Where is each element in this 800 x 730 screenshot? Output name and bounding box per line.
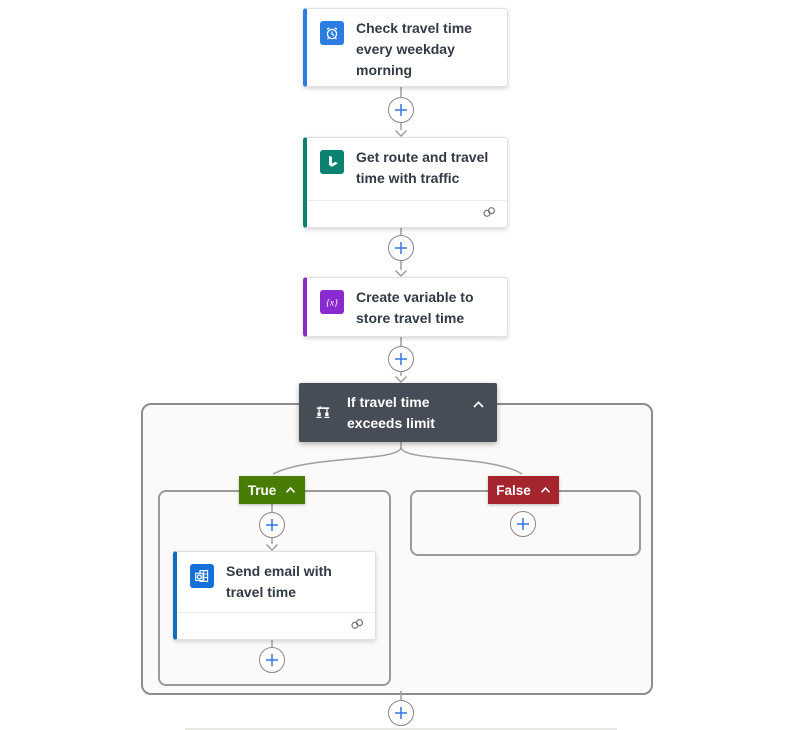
create-variable-card-title: Create variable to store travel time (356, 289, 474, 326)
insert-step-button[interactable] (388, 97, 414, 123)
condition-card-if-travel-time[interactable]: If travel time exceeds limit (299, 383, 497, 442)
insert-step-button[interactable] (388, 235, 414, 261)
insert-step-button[interactable] (388, 346, 414, 372)
trigger-card-check-travel-time[interactable]: Check travel time every weekday morning (303, 8, 508, 87)
true-branch-label: True (247, 482, 277, 498)
connection-icon[interactable] (349, 616, 365, 637)
get-route-card-body: Get route and travel time with traffic (307, 138, 507, 195)
condition-icon (314, 404, 332, 422)
bing-maps-icon (320, 150, 344, 174)
trigger-card-body: Check travel time every weekday morning (307, 9, 507, 87)
chevron-up-icon[interactable] (472, 396, 485, 408)
add-icon (395, 353, 407, 365)
recurrence-clock-icon (320, 21, 344, 45)
send-email-card-title: Send email with travel time (226, 563, 332, 600)
add-icon (517, 518, 529, 530)
action-card-create-variable[interactable]: {x} Create variable to store travel time (303, 277, 508, 337)
add-icon (395, 242, 407, 254)
get-route-card-title: Get route and travel time with traffic (356, 149, 489, 186)
insert-step-button-true-branch[interactable] (259, 512, 285, 538)
condition-card-title: If travel time exceeds limit (347, 393, 435, 431)
next-element-top-edge (185, 728, 617, 730)
action-card-get-route[interactable]: Get route and travel time with traffic (303, 137, 508, 228)
true-branch-badge[interactable]: True (239, 476, 305, 504)
get-route-card-footer (307, 200, 507, 227)
action-card-send-email[interactable]: Send email with travel time (173, 551, 376, 640)
insert-step-button-true-branch-end[interactable] (259, 647, 285, 673)
connection-icon[interactable] (481, 204, 497, 225)
trigger-card-title: Check travel time every weekday morning (356, 20, 472, 78)
add-icon (395, 707, 407, 719)
outlook-icon (190, 564, 214, 588)
add-icon (266, 654, 278, 666)
send-email-card-body: Send email with travel time (177, 552, 375, 609)
false-branch-label: False (496, 482, 531, 498)
insert-step-button-false-branch[interactable] (510, 511, 536, 537)
add-icon (395, 104, 407, 116)
insert-step-button-after-condition[interactable] (388, 700, 414, 726)
chevron-up-icon (540, 486, 550, 493)
add-icon (266, 519, 278, 531)
send-email-card-footer (177, 612, 375, 639)
create-variable-card-body: {x} Create variable to store travel time (307, 278, 507, 335)
svg-text:{x}: {x} (326, 299, 338, 309)
variable-icon: {x} (320, 290, 344, 314)
chevron-up-icon (286, 486, 296, 493)
false-branch-badge[interactable]: False (488, 476, 559, 504)
